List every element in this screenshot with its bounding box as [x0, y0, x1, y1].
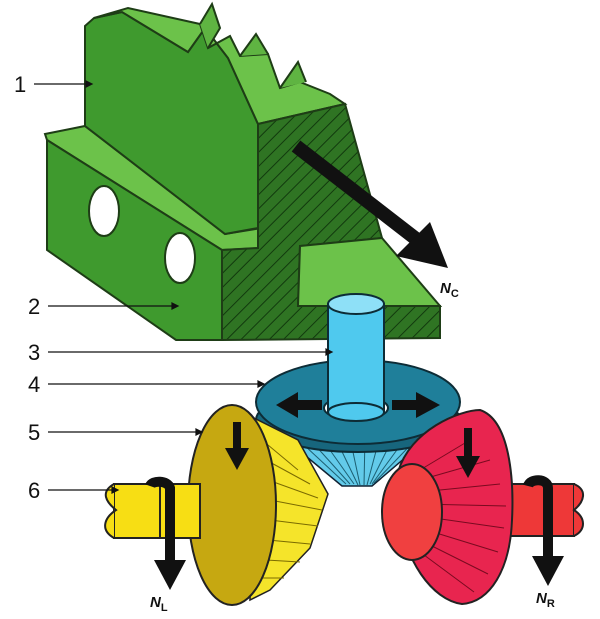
- rack-hole-2: [164, 232, 196, 284]
- rack-tooth-ridge-1: [199, 1, 222, 49]
- left-gear-assembly: [104, 404, 329, 606]
- rack-hole-1: [88, 185, 120, 237]
- rack-guide-top: [296, 236, 443, 307]
- force-nc-symbol: N: [440, 280, 451, 297]
- force-label-nr: NR: [536, 590, 555, 610]
- right-gear-arrow: [456, 428, 480, 478]
- label-part-5: 5: [28, 420, 41, 445]
- right-shaft-end: [572, 483, 584, 537]
- force-label-nc: NC: [440, 280, 459, 300]
- force-label-nl: NL: [150, 594, 168, 614]
- rack-block: [43, 1, 443, 342]
- collar-arrow-left: [276, 392, 322, 418]
- rack-flange-face: [46, 138, 223, 341]
- center-bevel-gear: [255, 293, 461, 487]
- leader-lines: [34, 80, 334, 494]
- force-nr-arrow: [523, 475, 564, 586]
- label-part-4: 4: [28, 372, 41, 397]
- label-part-6: 6: [28, 478, 41, 503]
- force-nl-subscript: L: [160, 602, 168, 614]
- rack-tooth-ridge-3: [279, 59, 307, 89]
- left-gear-face: [187, 404, 277, 606]
- force-nc-subscript: C: [450, 288, 459, 300]
- rack-tooth-ridge-2: [239, 32, 269, 57]
- force-nr-subscript: R: [546, 598, 555, 610]
- force-nl-symbol: N: [150, 594, 161, 611]
- right-gear-assembly: [381, 408, 584, 606]
- shaft-bottom: [327, 402, 385, 422]
- force-nr-symbol: N: [536, 590, 547, 607]
- force-nl-arrow: [145, 476, 186, 590]
- collar-arrow-right: [392, 392, 440, 418]
- label-part-3: 3: [28, 340, 41, 365]
- right-gear-face: [381, 463, 443, 561]
- force-nc-arrow: [291, 140, 448, 268]
- shaft-top: [327, 293, 385, 315]
- right-gear-body: [397, 408, 514, 606]
- label-part-1: 1: [14, 72, 27, 97]
- left-shaft-end: [104, 483, 118, 539]
- vertical-shaft: [327, 303, 385, 413]
- left-gear-arrow: [225, 422, 249, 470]
- label-part-2: 2: [28, 294, 41, 319]
